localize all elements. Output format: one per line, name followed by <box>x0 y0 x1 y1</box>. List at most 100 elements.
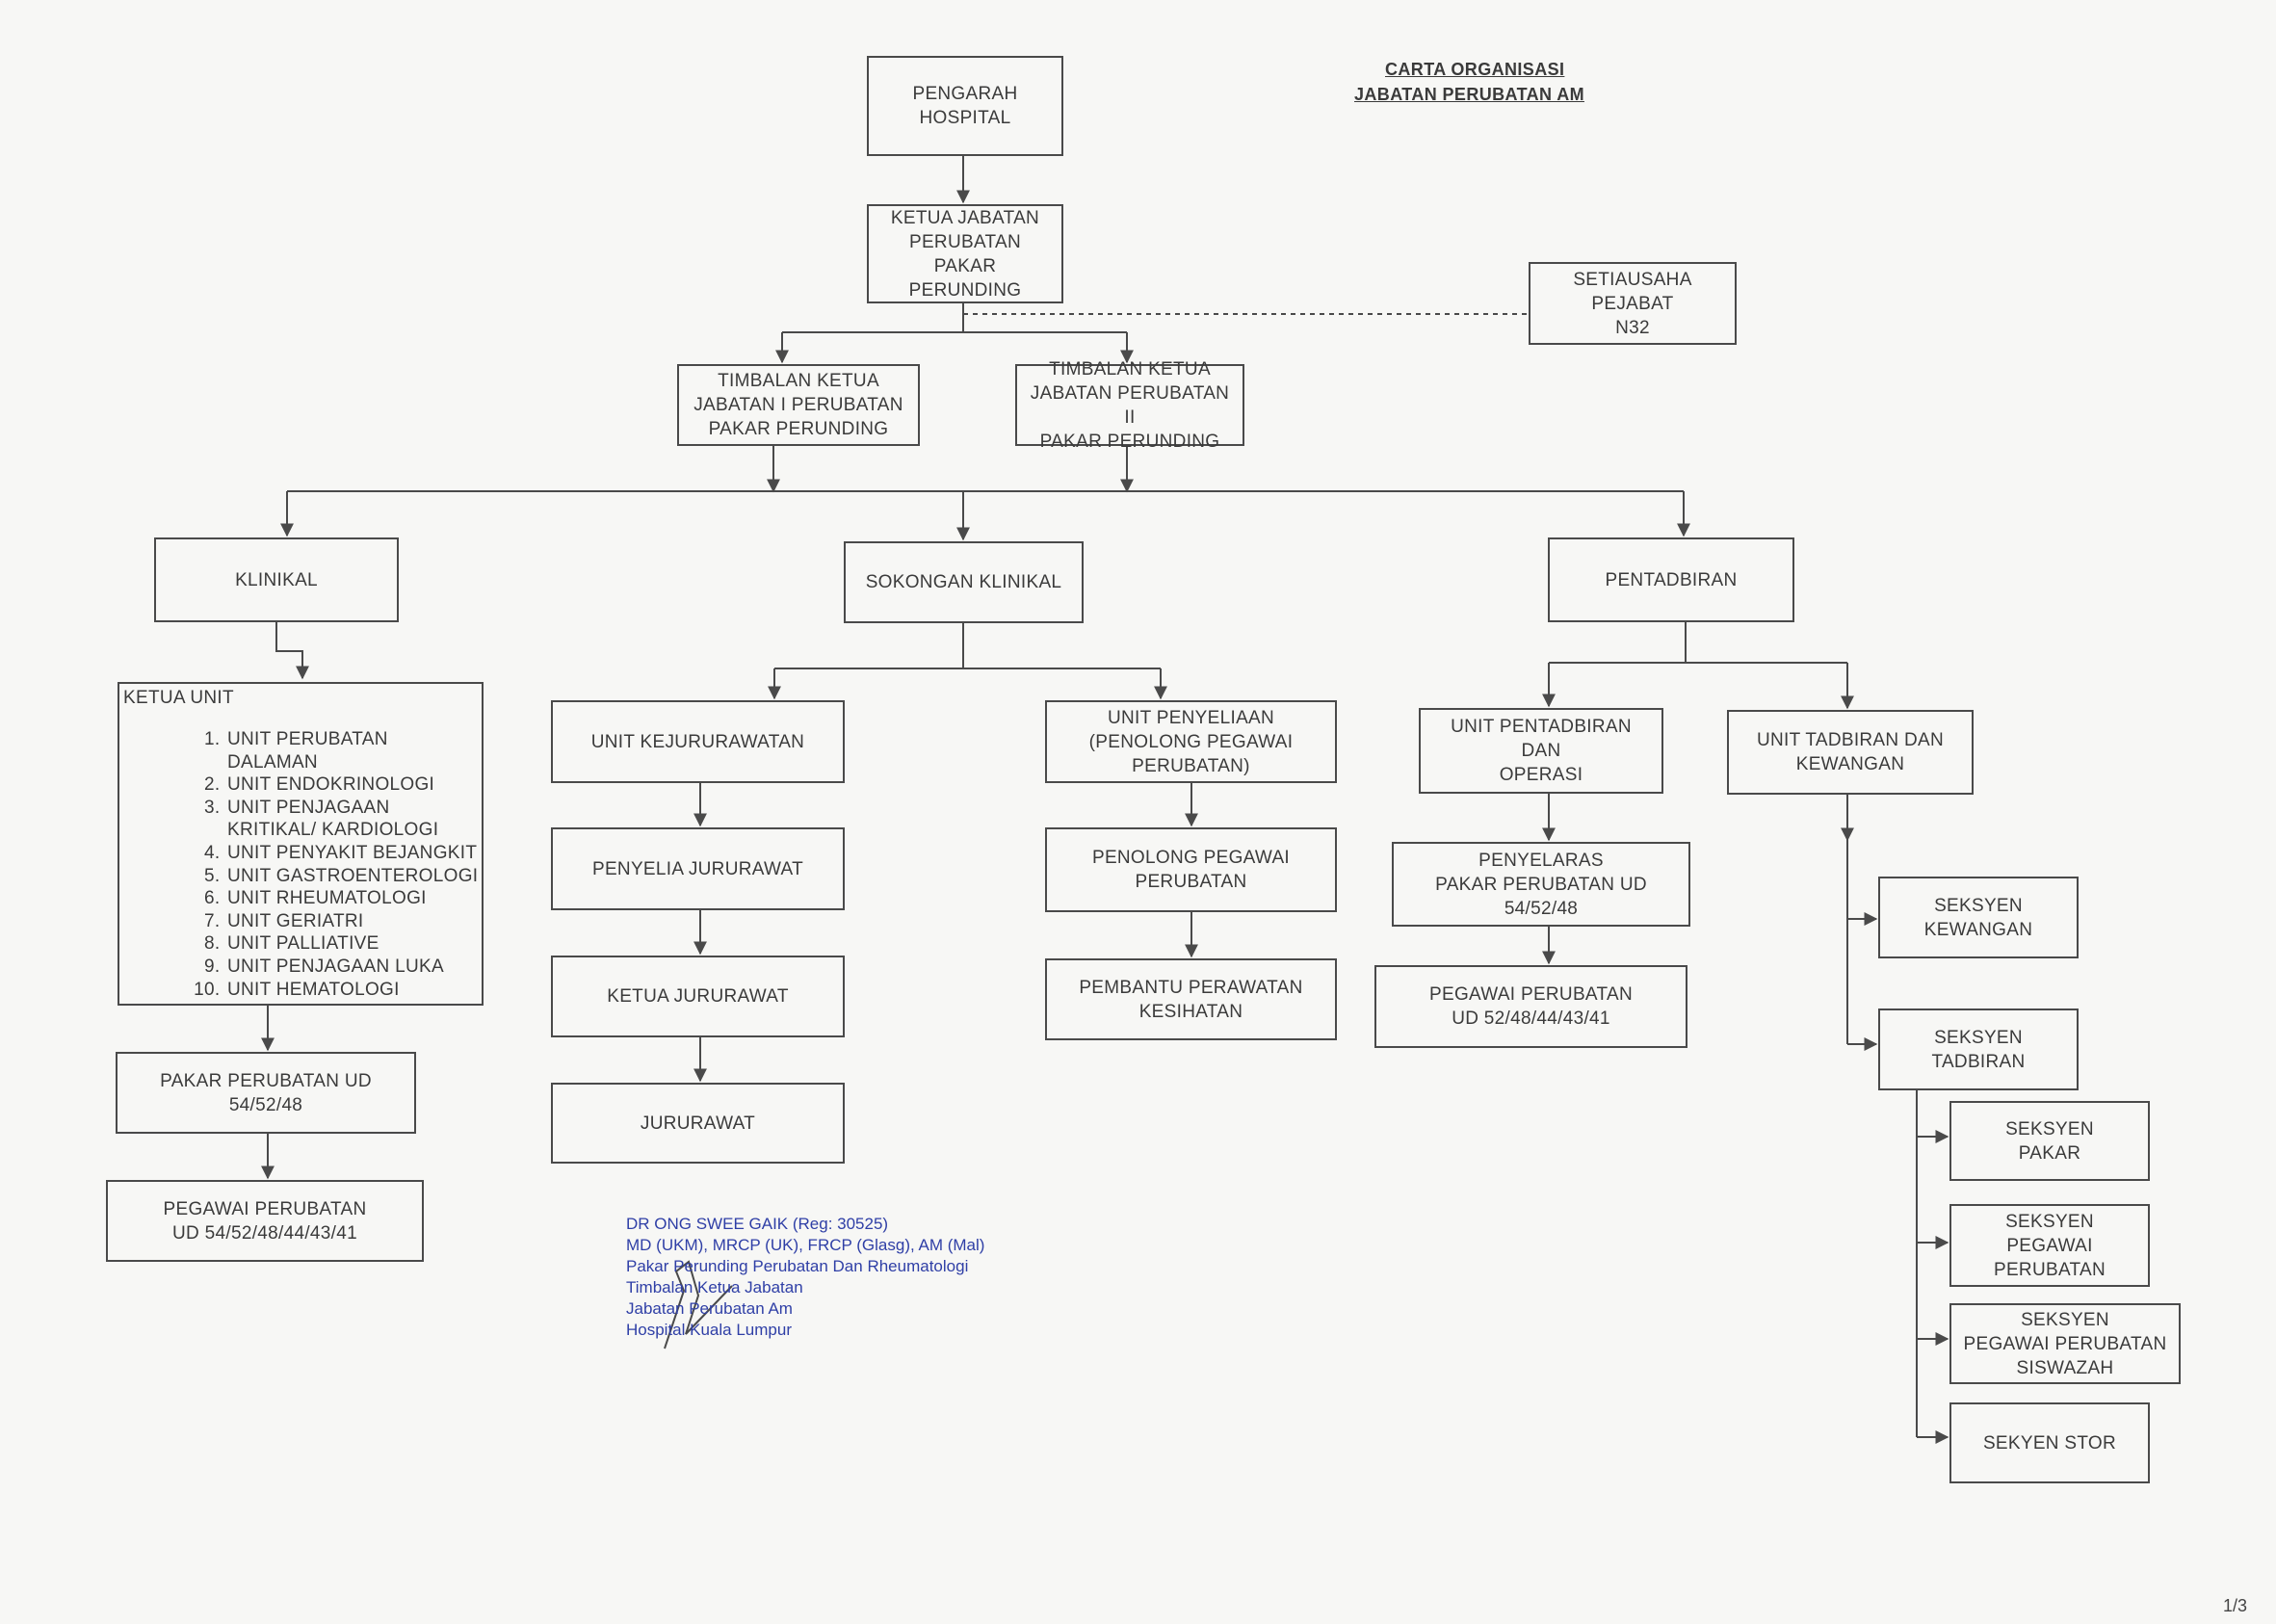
node-text-line: SOKONGAN KLINIKAL <box>865 572 1062 592</box>
node-text-line: PEGAWAI <box>2006 1235 2093 1256</box>
node-text-line: PEMBANTU PERAWATAN <box>1079 977 1303 998</box>
node-text-line: PAKAR <box>933 255 997 276</box>
node-text-line: 54/52/48 <box>1504 898 1579 919</box>
ketua-unit-item: UNIT PENJAGAAN KRITIKAL/ KARDIOLOGI <box>225 797 482 842</box>
ketua-unit-item: UNIT PENJAGAAN LUKA <box>225 956 482 979</box>
node-pentadbiran: PENTADBIRAN <box>1548 537 1794 622</box>
signature-scribble <box>664 1260 733 1349</box>
ketua-unit-item: UNIT PALLIATIVE <box>225 932 482 956</box>
node-text-line: SEKSYEN <box>2005 1118 2094 1139</box>
node-text-line: PEGAWAI PERUBATAN <box>163 1198 367 1219</box>
node-text-line: DAN <box>1521 741 1561 761</box>
signature-line: Timbalan Ketua Jabatan <box>626 1278 803 1297</box>
node-ketua-jururawat: KETUA JURURAWAT <box>551 956 845 1037</box>
node-text-line: PERUBATAN <box>1993 1259 2106 1280</box>
node-seksyen-pegawai-perubatan: SEKSYEN PEGAWAI PERUBATAN <box>1949 1204 2150 1287</box>
node-text-line: SEKSYEN <box>1934 1027 2023 1048</box>
node-seksyen-kewangan: SEKSYEN KEWANGAN <box>1878 877 2079 958</box>
node-text-line: UD 54/52/48/44/43/41 <box>172 1222 357 1244</box>
node-text-line: KLINIKAL <box>235 569 318 590</box>
node-text-line: SEKYEN STOR <box>1982 1432 2117 1454</box>
node-penolong-pegawai-perubatan: PENOLONG PEGAWAI PERUBATAN <box>1045 827 1337 912</box>
node-text-line: SEKSYEN <box>2005 1211 2094 1232</box>
node-seksyen-pakar: SEKSYEN PAKAR <box>1949 1101 2150 1181</box>
node-text-line: (PENOLONG PEGAWAI <box>1088 731 1294 752</box>
signature-line: MD (UKM), MRCP (UK), FRCP (Glasg), AM (M… <box>626 1236 985 1254</box>
signature-line: Hospital Kuala Lumpur <box>626 1321 792 1339</box>
node-text-line: PERUNDING <box>908 279 1022 301</box>
node-text-line: SEKSYEN <box>2021 1309 2109 1330</box>
ketua-unit-item: UNIT HEMATOLOGI <box>225 979 482 1002</box>
node-text-line: KESIHATAN <box>1138 1001 1243 1022</box>
node-unit-penyeliaan: UNIT PENYELIAAN (PENOLONG PEGAWAI PERUBATA… <box>1045 700 1337 783</box>
node-text-line: PAKAR PERUBATAN UD <box>160 1070 372 1091</box>
node-text-line: JABATAN PERUBATAN II <box>1030 382 1230 428</box>
node-text-line: UNIT KEJURURAWATAN <box>590 731 805 752</box>
chart-title-line1: CARTA ORGANISASI <box>1385 60 1565 79</box>
node-text-line: PENGARAH <box>912 84 1018 104</box>
node-text-line: HOSPITAL <box>919 108 1011 128</box>
signature-line: DR ONG SWEE GAIK (Reg: 30525) <box>626 1215 889 1233</box>
node-text-line: PEGAWAI PERUBATAN <box>1963 1333 2167 1354</box>
ketua-unit-item: UNIT ENDOKRINOLOGI <box>225 773 482 797</box>
node-klinikal: KLINIKAL <box>154 537 399 622</box>
node-text-line: KETUA JABATAN <box>890 207 1040 228</box>
node-pegawai-perubatan-klinikal: PEGAWAI PERUBATAN UD 54/52/48/44/43/41 <box>106 1180 424 1262</box>
node-text-line: TIMBALAN KETUA <box>718 371 879 391</box>
ketua-unit-item: UNIT RHEUMATOLOGI <box>225 887 482 910</box>
node-pegawai-perubatan-pentadbiran: PEGAWAI PERUBATAN UD 52/48/44/43/41 <box>1374 965 1687 1048</box>
node-text-line: UNIT PENTADBIRAN <box>1451 717 1632 737</box>
node-pakar-perubatan-ud: PAKAR PERUBATAN UD 54/52/48 <box>116 1052 416 1134</box>
node-text-line: JABATAN I PERUBATAN <box>693 395 903 415</box>
node-timbalan-ketua-1: TIMBALAN KETUA JABATAN I PERUBATAN PAKAR P… <box>677 364 920 446</box>
node-text-line: PERUBATAN <box>908 231 1021 252</box>
node-text-line: SEKSYEN <box>1934 895 2023 916</box>
node-seksyen-siswazah: SEKSYEN PEGAWAI PERUBATAN SISWAZAH <box>1949 1303 2181 1384</box>
node-seksyen-tadbiran: SEKSYEN TADBIRAN <box>1878 1008 2079 1090</box>
node-text-line: SISWAZAH <box>2016 1357 2114 1378</box>
node-text-line: UD 52/48/44/43/41 <box>1452 1008 1610 1029</box>
node-text-line: PAKAR PERUNDING <box>1039 431 1220 452</box>
node-text-line: KETUA JURURAWAT <box>607 986 789 1007</box>
signature-stamp: DR ONG SWEE GAIK (Reg: 30525) MD (UKM), M… <box>626 1214 984 1341</box>
ketua-unit-item: UNIT GERIATRI <box>225 910 482 933</box>
node-text-line: PAKAR <box>2018 1142 2081 1164</box>
page-number: 1/3 <box>2222 1596 2247 1615</box>
ketua-unit-item: UNIT PENYAKIT BEJANGKIT <box>225 842 482 865</box>
node-text-line: PENOLONG PEGAWAI <box>1091 848 1291 868</box>
node-text-line: JURURAWAT <box>640 1113 756 1134</box>
node-text-line: PEGAWAI PERUBATAN <box>1429 984 1633 1005</box>
node-text-line: 54/52/48 <box>228 1094 303 1115</box>
node-text-line: TADBIRAN <box>1931 1051 2026 1072</box>
node-text-line: KEWANGAN <box>1923 919 2033 940</box>
signature-line: Pakar Perunding Perubatan Dan Rheumatolo… <box>626 1257 969 1275</box>
node-jururawat: JURURAWAT <box>551 1083 845 1164</box>
signature-line: Jabatan Perubatan Am <box>626 1299 793 1318</box>
node-sokongan-klinikal: SOKONGAN KLINIKAL <box>844 541 1084 623</box>
node-text-line: PEJABAT <box>1591 293 1674 314</box>
node-text-line: PERUBATAN) <box>1132 755 1250 776</box>
chart-title-line2: JABATAN PERUBATAN AM <box>1354 85 1584 104</box>
ketua-unit-heading: KETUA UNIT <box>123 688 234 708</box>
node-pengarah-hospital: PENGARAH HOSPITAL <box>867 56 1063 156</box>
node-text-line: UNIT TADBIRAN DAN <box>1756 730 1945 750</box>
node-text-line: SETIAUSAHA <box>1573 269 1692 290</box>
node-text-line: KEWANGAN <box>1795 754 1905 774</box>
node-unit-tadbiran-kewangan: UNIT TADBIRAN DAN KEWANGAN <box>1727 710 1974 795</box>
node-text-line: UNIT PENYELIAAN <box>1107 707 1275 728</box>
node-pembantu-perawatan-kesihatan: PEMBANTU PERAWATAN KESIHATAN <box>1045 958 1337 1040</box>
ketua-unit-item: UNIT PERUBATAN DALAMAN <box>225 728 482 773</box>
node-setiausaha-pejabat: SETIAUSAHA PEJABAT N32 <box>1529 262 1737 345</box>
node-ketua-jabatan: KETUA JABATAN PERUBATAN PAKAR PERUNDING <box>867 204 1063 303</box>
node-text-line: PENTADBIRAN <box>1605 569 1738 590</box>
node-penyelia-jururawat: PENYELIA JURURAWAT <box>551 827 845 910</box>
node-unit-kejururawatan: UNIT KEJURURAWATAN <box>551 700 845 783</box>
node-text-line: PAKAR PERUNDING <box>708 419 889 439</box>
node-text-line: PENYELIA JURURAWAT <box>591 858 803 879</box>
node-text-line: PERUBATAN <box>1135 872 1247 892</box>
ketua-unit-item: UNIT GASTROENTEROLOGI <box>225 865 482 888</box>
node-text-line: N32 <box>1615 317 1650 338</box>
